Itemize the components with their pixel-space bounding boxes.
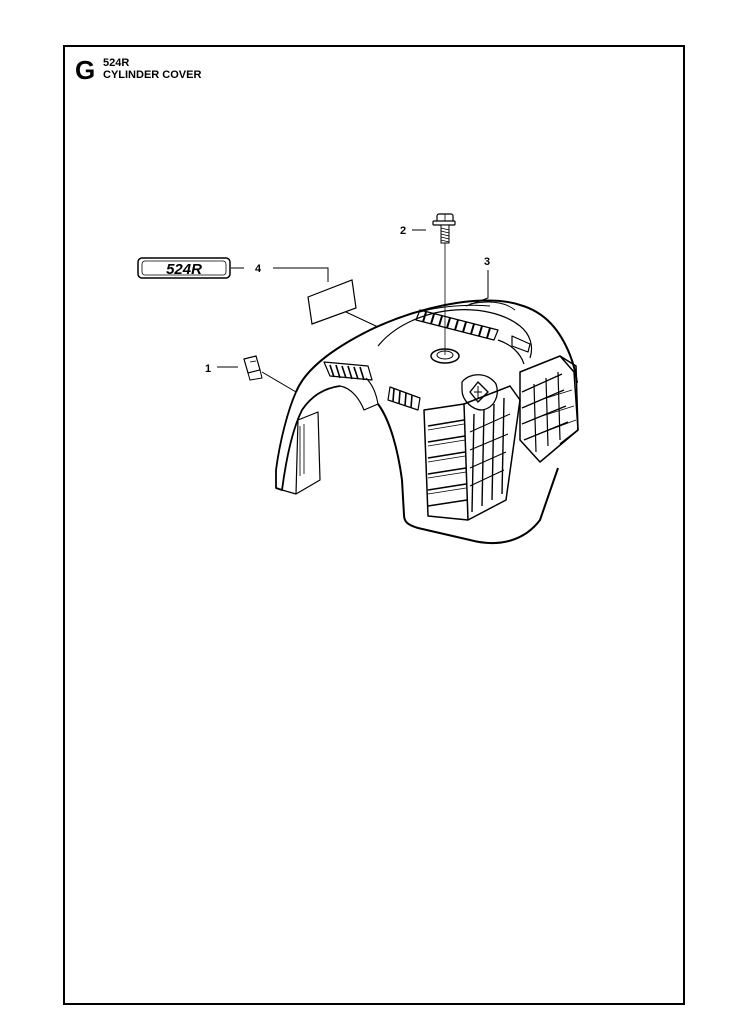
decal-524r[interactable]: 524R [137, 257, 231, 279]
page-title: CYLINDER COVER [103, 69, 202, 81]
callout-1: 1 [205, 363, 211, 375]
callout-3: 3 [484, 256, 490, 268]
section-letter: G [75, 55, 96, 85]
cylinder-cover[interactable] [275, 299, 579, 544]
callout-4: 4 [255, 263, 262, 275]
page-frame [63, 45, 685, 1005]
leader-1b [261, 371, 297, 393]
decal-text: 524R [166, 261, 202, 278]
clip-part[interactable] [243, 355, 263, 381]
label-sheet[interactable] [307, 279, 357, 325]
leader-4 [273, 267, 329, 282]
screw-part[interactable] [432, 213, 456, 244]
model-number: 524R [103, 57, 130, 69]
leader-4b [345, 311, 379, 328]
callout-2: 2 [400, 225, 406, 237]
